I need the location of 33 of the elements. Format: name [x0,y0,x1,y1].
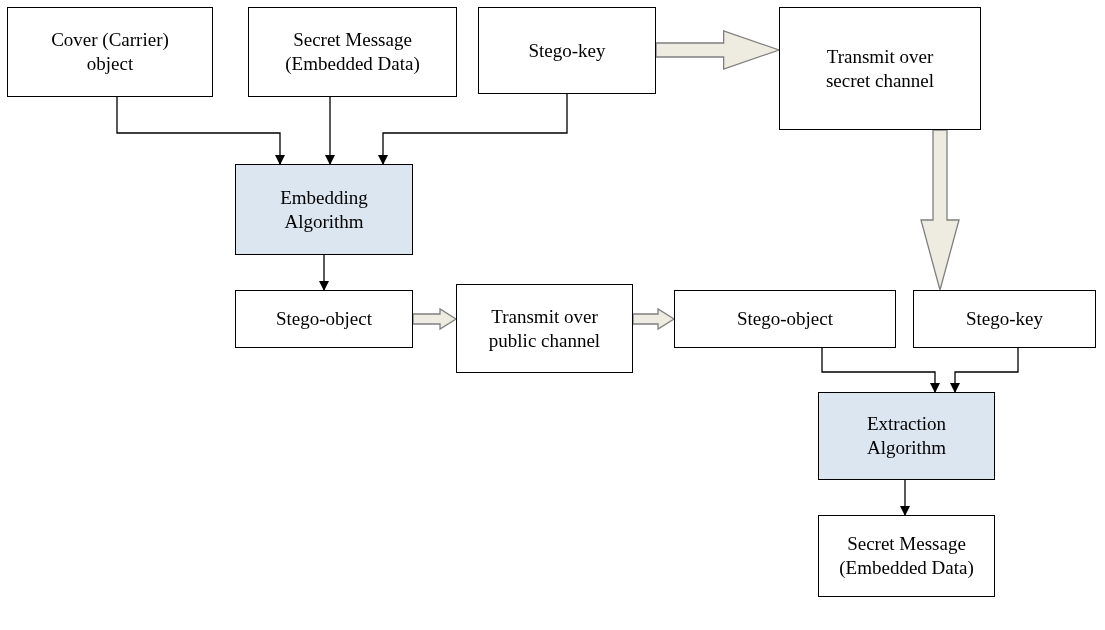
box-label: Embedding Algorithm [279,185,369,234]
process-box [248,7,457,97]
arrow [378,93,568,165]
block-arrow [412,307,458,331]
box-label: Stego-key [528,38,606,63]
process-box [478,7,656,94]
process-box [913,290,1096,348]
arrow [319,254,329,291]
box-label: Secret Message (Embedded Data) [838,532,975,580]
box-label: Extraction Algorithm [865,412,948,460]
process-box [7,7,213,97]
process-box [235,290,413,348]
algorithm-box [235,164,413,255]
process-box [674,290,896,348]
block-arrow [920,129,960,293]
arrow [116,96,285,165]
block-arrow [655,30,781,70]
block-arrow [632,307,676,331]
process-box [779,7,981,130]
arrow [325,96,335,165]
box-label: Transmit over secret channel [824,44,936,93]
box-label: Stego-key [965,307,1043,331]
process-box [818,515,995,597]
box-label: Stego-object [276,307,372,331]
arrow [821,347,940,393]
arrow [950,347,1019,393]
box-label: Stego-object [737,307,833,331]
process-box [456,284,633,373]
box-label: Transmit over public channel [487,304,602,353]
box-label: Cover (Carrier) object [50,28,170,76]
algorithm-box [818,392,995,480]
box-label: Secret Message (Embedded Data) [284,28,421,76]
arrow [900,479,910,516]
